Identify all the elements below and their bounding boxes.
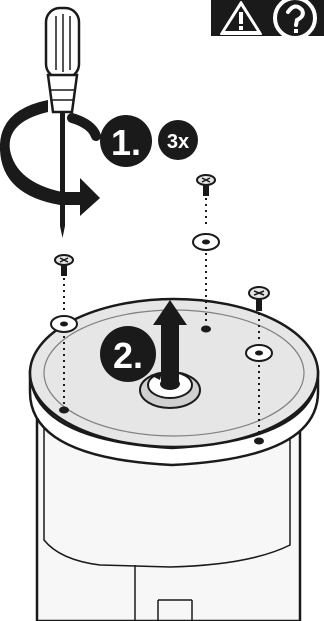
screw-left <box>55 255 73 276</box>
step-2-number: 2. <box>100 326 156 382</box>
step-1-quantity-badge: 3x <box>158 120 198 160</box>
screw-hole-right <box>254 438 264 445</box>
svg-text:1.: 1. <box>111 122 141 163</box>
washer-top <box>193 234 219 250</box>
washer-right <box>246 345 272 361</box>
washer-left <box>51 316 77 332</box>
screw-top <box>197 175 215 196</box>
screw-right <box>249 287 269 311</box>
screw-hole-top <box>201 326 211 333</box>
svg-text:3x: 3x <box>167 131 189 153</box>
rotate-arrow-icon <box>0 100 100 216</box>
svg-text:2.: 2. <box>113 335 143 376</box>
screw-hole-left <box>59 407 69 414</box>
step-1-number: 1. <box>100 115 152 167</box>
